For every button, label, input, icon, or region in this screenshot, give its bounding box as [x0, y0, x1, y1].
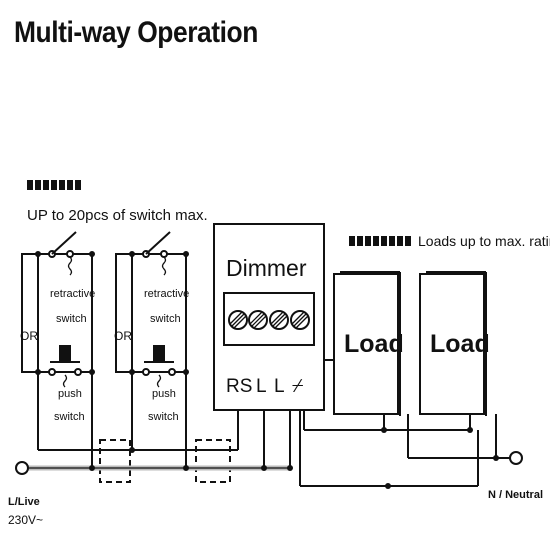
switch-group-2 [115, 231, 187, 468]
terminal-screw-slots [229, 311, 309, 329]
dimmer-label: Dimmer [226, 255, 307, 281]
junction-dot [89, 465, 95, 471]
loads-note: Loads up to max. rating [418, 233, 550, 249]
junction-dot [129, 251, 135, 257]
retractive-label: switch [56, 313, 87, 325]
junction-dot [35, 369, 41, 375]
switch-note: UP to 20pcs of switch max. [27, 207, 208, 224]
rs-control-wire [38, 408, 239, 451]
load-wiring [299, 410, 510, 487]
live-label: L/Live [8, 496, 40, 508]
switch-legend-bar [27, 180, 81, 190]
push-label: switch [148, 411, 179, 423]
terminal-label-l: L [274, 376, 285, 397]
neutral-label: N / Neutral [488, 489, 543, 501]
terminal-label-l: L [256, 376, 267, 397]
page-title: Multi-way Operation [14, 16, 258, 49]
push-label: push [58, 388, 82, 400]
push-label: push [152, 388, 176, 400]
terminal-label-output: ⌿ [292, 376, 303, 397]
junction-dot [89, 369, 95, 375]
load-label: Load [430, 330, 490, 358]
load-box-2 [419, 273, 485, 415]
junction-dot [183, 369, 189, 375]
junction-dot [89, 251, 95, 257]
neutral-terminal [509, 451, 523, 465]
junction-dot [385, 483, 391, 489]
or-label: OR [114, 329, 132, 343]
continuation-dashed-box [195, 439, 231, 483]
continuation-dashed-box [99, 439, 131, 483]
retractive-label: retractive [144, 288, 189, 300]
push-label: switch [54, 411, 85, 423]
load-box-1 [333, 273, 399, 415]
junction-dot [35, 251, 41, 257]
live-voltage: 230V~ [8, 513, 43, 527]
junction-dot [493, 455, 499, 461]
switch-group-1 [21, 231, 93, 468]
junction-dot [183, 465, 189, 471]
terminal-label-rs: RS [226, 376, 252, 397]
junction-dot [467, 427, 473, 433]
junction-dot [129, 369, 135, 375]
load-label: Load [344, 330, 404, 358]
or-label: OR [20, 329, 38, 343]
junction-dot [183, 251, 189, 257]
junction-dot [381, 427, 387, 433]
loads-legend-bar [349, 236, 411, 246]
live-terminal [15, 461, 29, 475]
retractive-label: retractive [50, 288, 95, 300]
retractive-label: switch [150, 313, 181, 325]
